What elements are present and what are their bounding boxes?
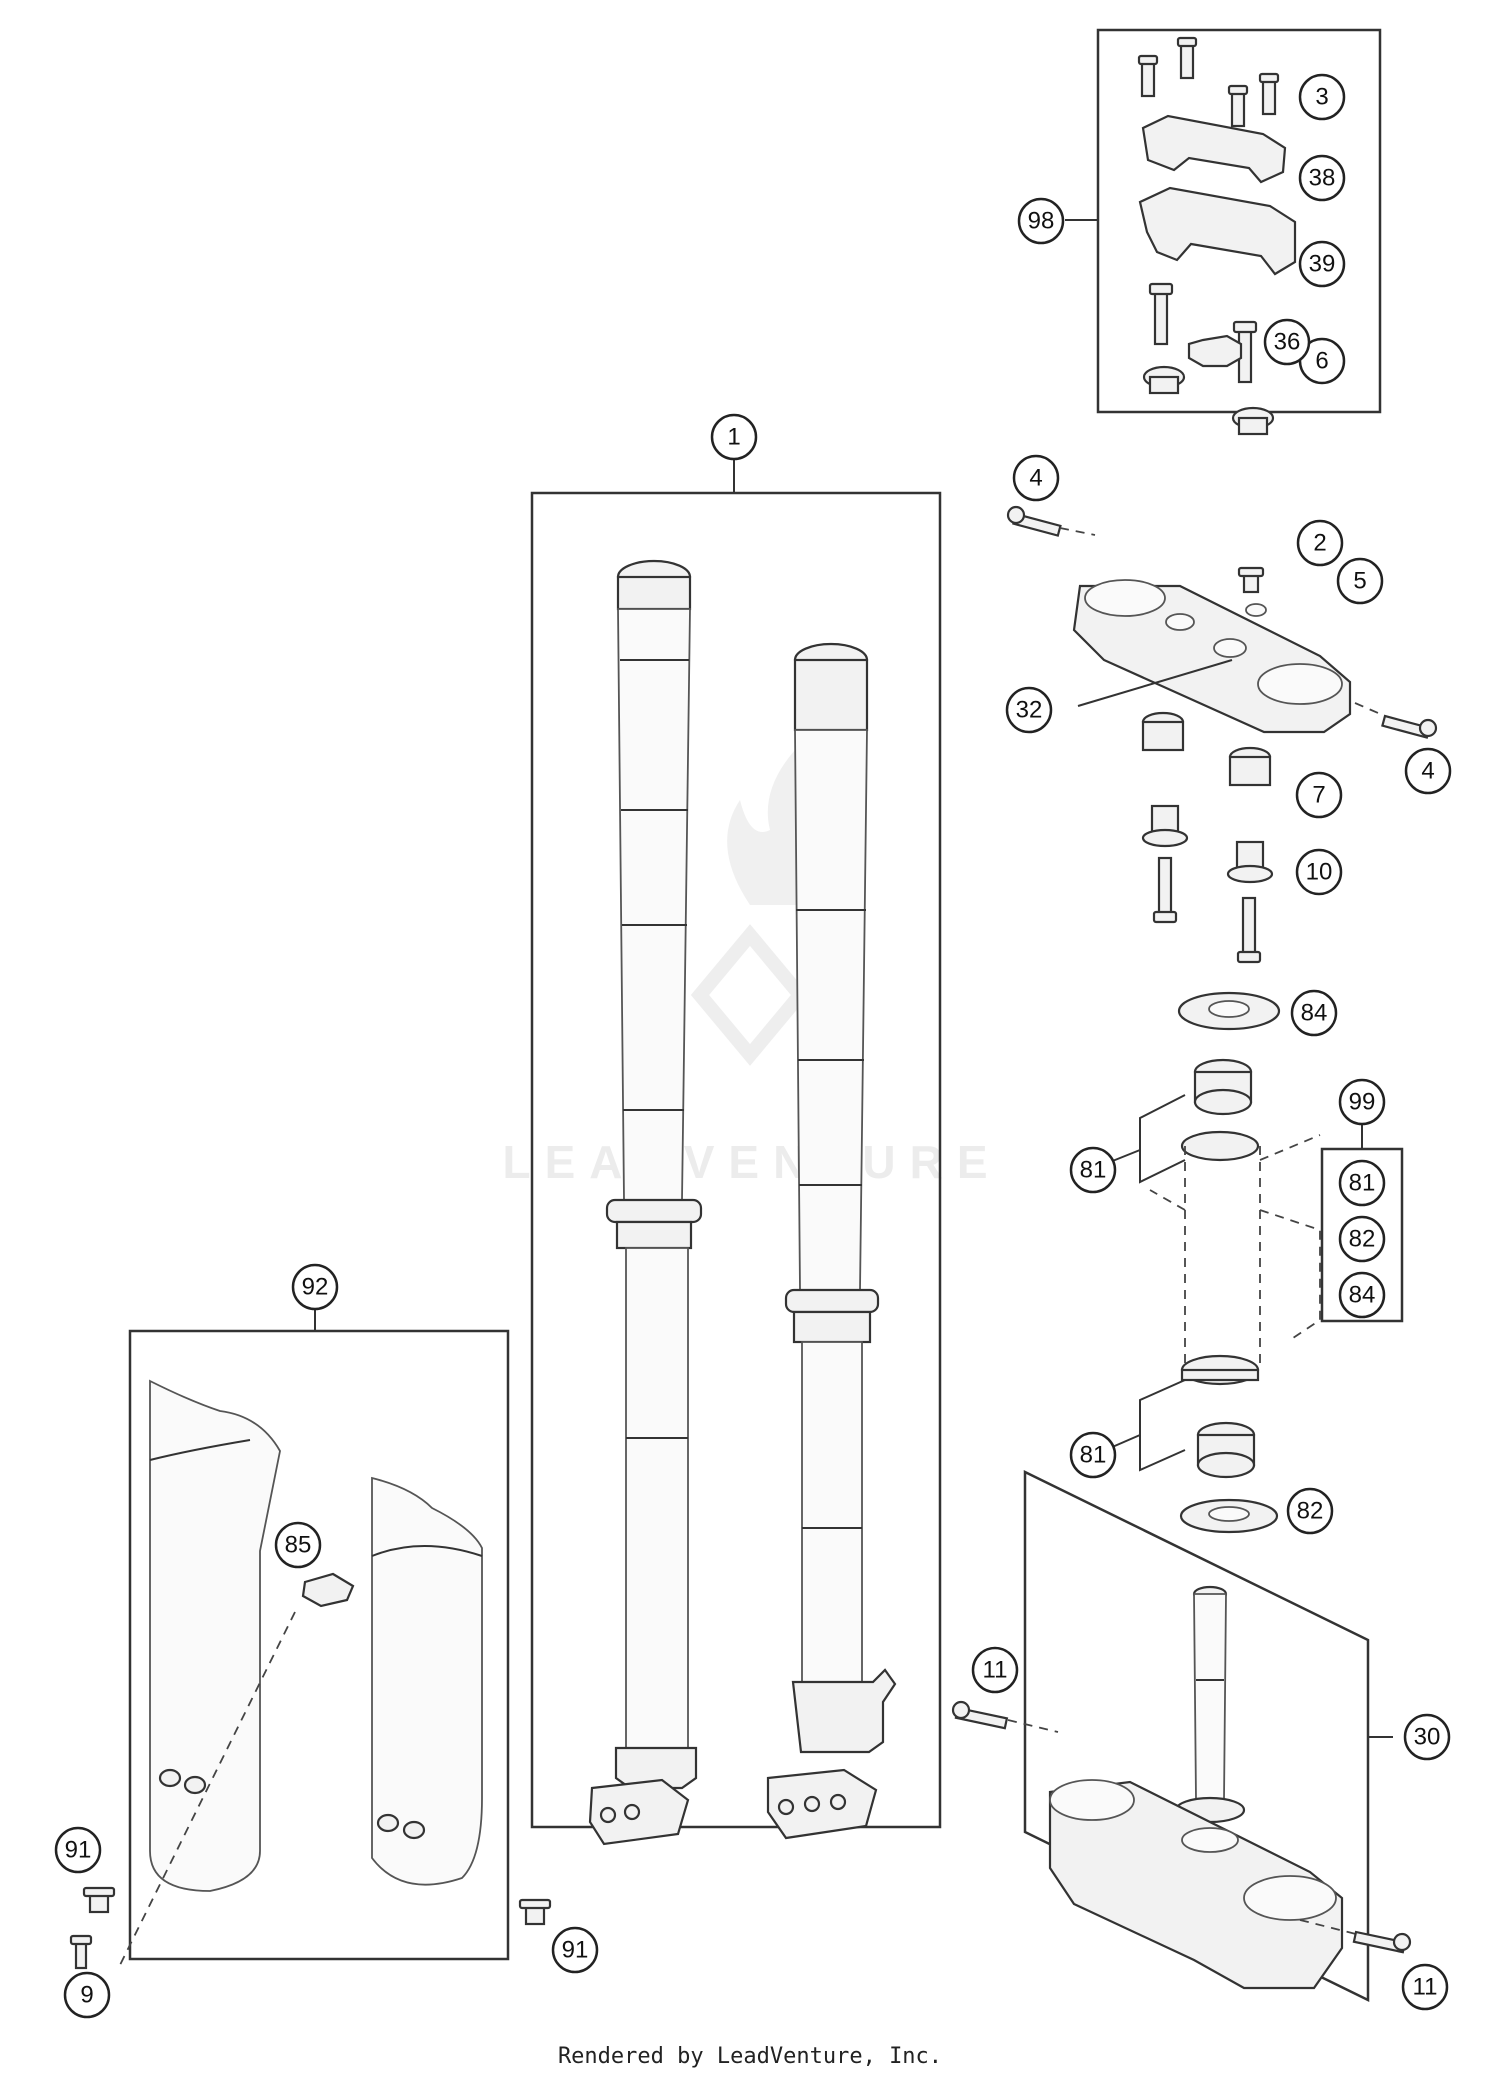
svg-text:11: 11 bbox=[983, 1657, 1008, 1684]
svg-text:82: 82 bbox=[1297, 1498, 1324, 1525]
fork-assembly bbox=[530, 460, 942, 1846]
upper-clamp bbox=[1141, 114, 1287, 184]
callout-2: 2 bbox=[1296, 519, 1344, 567]
callout-10: 10 bbox=[1295, 848, 1343, 896]
svg-text:91: 91 bbox=[562, 1937, 589, 1964]
svg-text:81: 81 bbox=[1080, 1157, 1107, 1184]
lower-triple-clamp-assembly bbox=[951, 1469, 1412, 2003]
callout-4-lower: 4 bbox=[1404, 747, 1452, 795]
svg-text:81: 81 bbox=[1349, 1170, 1376, 1197]
callout-99: 99 bbox=[1338, 1078, 1386, 1126]
callout-82-kit: 82 bbox=[1338, 1215, 1386, 1263]
callout-7: 7 bbox=[1295, 771, 1343, 819]
svg-text:38: 38 bbox=[1309, 165, 1336, 192]
svg-text:7: 7 bbox=[1312, 782, 1325, 809]
callouts: 3 38 98 39 6 1 36 4 2 5 32 4 7 10 84 99 … bbox=[54, 73, 1452, 2019]
lower-clamp bbox=[1138, 186, 1297, 276]
svg-text:1: 1 bbox=[727, 424, 740, 451]
kit-99-box bbox=[1320, 1147, 1404, 1323]
callout-81-lower: 81 bbox=[1069, 1431, 1117, 1479]
fork-guard-kit bbox=[69, 1300, 552, 1970]
left-fork-guard bbox=[149, 1379, 281, 1892]
lower-triple-clamp-body bbox=[1048, 1780, 1344, 1990]
watermark-text: LEADVENTURE bbox=[502, 1136, 1001, 1188]
callout-81-kit: 81 bbox=[1338, 1159, 1386, 1207]
watermark: LEADVENTURE bbox=[502, 750, 1001, 1188]
kit-1-box bbox=[530, 491, 942, 1829]
kit-30-box bbox=[1023, 1469, 1370, 2003]
callout-84: 84 bbox=[1290, 989, 1338, 1037]
callout-11-upper: 11 bbox=[971, 1646, 1019, 1694]
callout-30: 30 bbox=[1403, 1713, 1451, 1761]
clamp-long-bolts bbox=[1148, 282, 1258, 384]
svg-text:99: 99 bbox=[1349, 1089, 1376, 1116]
upper-triple-clamp bbox=[1006, 334, 1438, 739]
svg-text:36: 36 bbox=[1274, 329, 1301, 356]
svg-text:11: 11 bbox=[1413, 1974, 1438, 2001]
callout-11-lower: 11 bbox=[1401, 1963, 1449, 2011]
svg-text:10: 10 bbox=[1306, 859, 1333, 886]
svg-text:92: 92 bbox=[302, 1274, 329, 1301]
svg-text:5: 5 bbox=[1353, 568, 1366, 595]
callout-91-right: 91 bbox=[551, 1926, 599, 1974]
right-fork-leg bbox=[766, 642, 897, 1840]
callout-39: 39 bbox=[1298, 240, 1346, 288]
bushings-and-bolts bbox=[1141, 711, 1274, 964]
callout-3: 3 bbox=[1298, 73, 1346, 121]
svg-text:4: 4 bbox=[1421, 758, 1434, 785]
svg-text:84: 84 bbox=[1349, 1282, 1376, 1309]
callout-9: 9 bbox=[63, 1971, 111, 2019]
handlebar-clamp-kit bbox=[1065, 28, 1382, 414]
callout-81-upper: 81 bbox=[1069, 1146, 1117, 1194]
svg-text:39: 39 bbox=[1309, 251, 1336, 278]
svg-text:9: 9 bbox=[80, 1982, 93, 2009]
callout-5: 5 bbox=[1336, 557, 1384, 605]
svg-text:82: 82 bbox=[1349, 1226, 1376, 1253]
svg-text:4: 4 bbox=[1029, 465, 1042, 492]
callout-1: 1 bbox=[710, 413, 758, 461]
svg-text:30: 30 bbox=[1414, 1724, 1441, 1751]
svg-text:3: 3 bbox=[1315, 84, 1328, 111]
svg-text:98: 98 bbox=[1028, 208, 1055, 235]
svg-text:84: 84 bbox=[1301, 1000, 1328, 1027]
callout-38: 38 bbox=[1298, 154, 1346, 202]
svg-text:2: 2 bbox=[1313, 530, 1326, 557]
callout-82: 82 bbox=[1286, 1487, 1334, 1535]
steering-bearings bbox=[1109, 991, 1321, 1534]
footer-credit: Rendered by LeadVenture, Inc. bbox=[557, 2044, 943, 2069]
callout-98: 98 bbox=[1017, 197, 1065, 245]
callout-36: 36 bbox=[1263, 318, 1311, 366]
svg-text:91: 91 bbox=[65, 1837, 92, 1864]
callout-85: 85 bbox=[274, 1521, 322, 1569]
callout-92: 92 bbox=[291, 1263, 339, 1311]
clamp-bolts bbox=[1137, 36, 1280, 128]
callout-4-upper: 4 bbox=[1012, 454, 1060, 502]
svg-text:81: 81 bbox=[1080, 1442, 1107, 1469]
svg-text:32: 32 bbox=[1016, 697, 1043, 724]
right-fork-guard bbox=[371, 1476, 483, 1886]
svg-text:85: 85 bbox=[285, 1532, 312, 1559]
svg-text:6: 6 bbox=[1315, 348, 1328, 375]
left-fork-leg bbox=[588, 559, 703, 1846]
kit-99 bbox=[1320, 1124, 1404, 1323]
callout-84-kit: 84 bbox=[1338, 1271, 1386, 1319]
callout-32: 32 bbox=[1005, 686, 1053, 734]
callout-91-left: 91 bbox=[54, 1826, 102, 1874]
kit-92-box bbox=[128, 1329, 510, 1961]
